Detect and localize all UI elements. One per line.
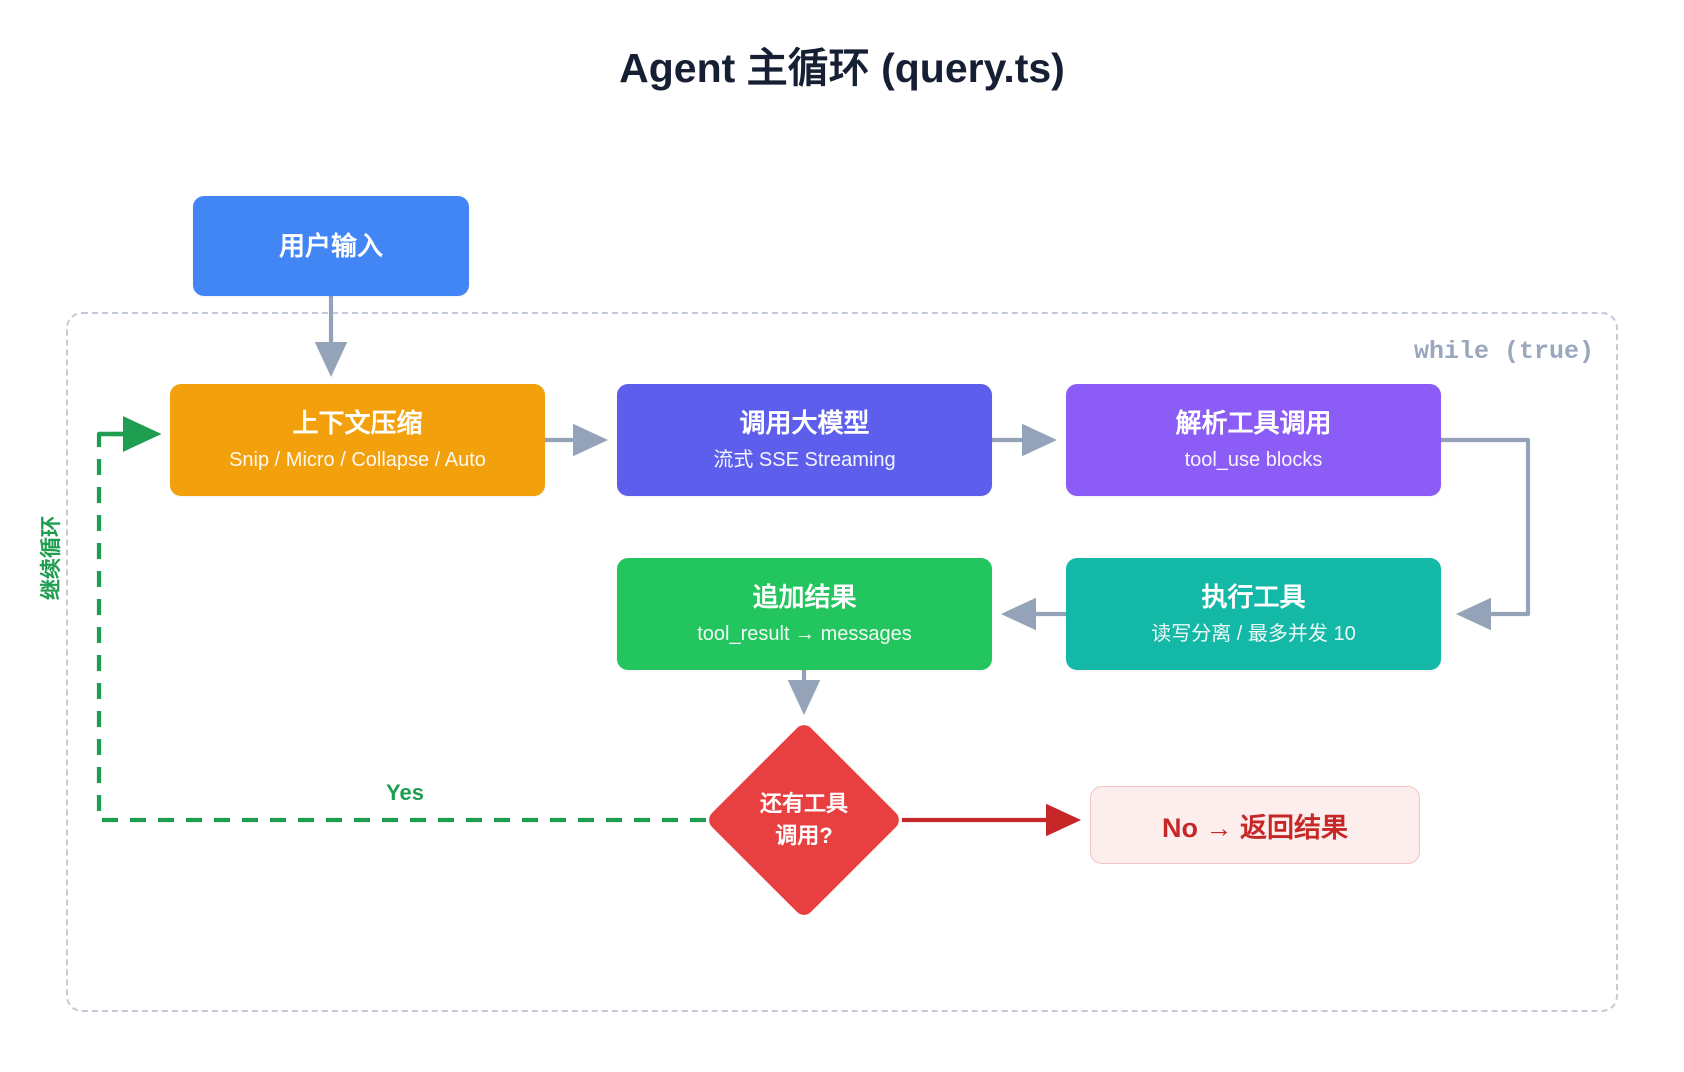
node-user-input[interactable]: 用户输入 xyxy=(193,196,469,296)
decision-label: 还有工具 调用? xyxy=(706,722,902,918)
node-call-model-title: 调用大模型 xyxy=(739,407,870,438)
while-loop-label: while (true) xyxy=(1413,337,1594,366)
node-return-result[interactable]: No → 返回结果 xyxy=(1090,786,1420,864)
node-exec-tools[interactable]: 执行工具 读写分离 / 最多并发 10 xyxy=(1066,558,1441,670)
node-context-compress[interactable]: 上下文压缩 Snip / Micro / Collapse / Auto xyxy=(170,384,545,496)
node-append-result[interactable]: 追加结果 tool_result → messages xyxy=(617,558,992,670)
node-context-compress-subtitle: Snip / Micro / Collapse / Auto xyxy=(229,449,486,472)
node-append-result-title: 追加结果 xyxy=(752,581,857,612)
node-parse-tools-subtitle: tool_use blocks xyxy=(1184,449,1323,472)
edge-label-continue-loop: 继续循环 xyxy=(40,516,63,600)
node-exec-tools-subtitle: 读写分离 / 最多并发 10 xyxy=(1151,623,1356,646)
node-user-input-title: 用户输入 xyxy=(278,230,383,261)
node-call-model-subtitle: 流式 SSE Streaming xyxy=(713,449,896,472)
node-exec-tools-title: 执行工具 xyxy=(1201,581,1306,612)
node-decision-has-more-tool-calls[interactable]: 还有工具 调用? xyxy=(705,721,903,919)
node-call-model[interactable]: 调用大模型 流式 SSE Streaming xyxy=(617,384,992,496)
decision-label-line1: 还有工具 xyxy=(759,791,848,817)
page-title: Agent 主循环 (query.ts) xyxy=(619,45,1065,91)
node-parse-tools-title: 解析工具调用 xyxy=(1175,407,1332,438)
decision-label-line2: 调用? xyxy=(775,823,833,848)
node-parse-tools[interactable]: 解析工具调用 tool_use blocks xyxy=(1066,384,1441,496)
while-loop-container: while (true) xyxy=(66,312,1618,1012)
node-append-result-subtitle: tool_result → messages xyxy=(697,623,912,646)
edge-label-yes: Yes xyxy=(386,780,424,805)
node-context-compress-title: 上下文压缩 xyxy=(292,407,423,438)
